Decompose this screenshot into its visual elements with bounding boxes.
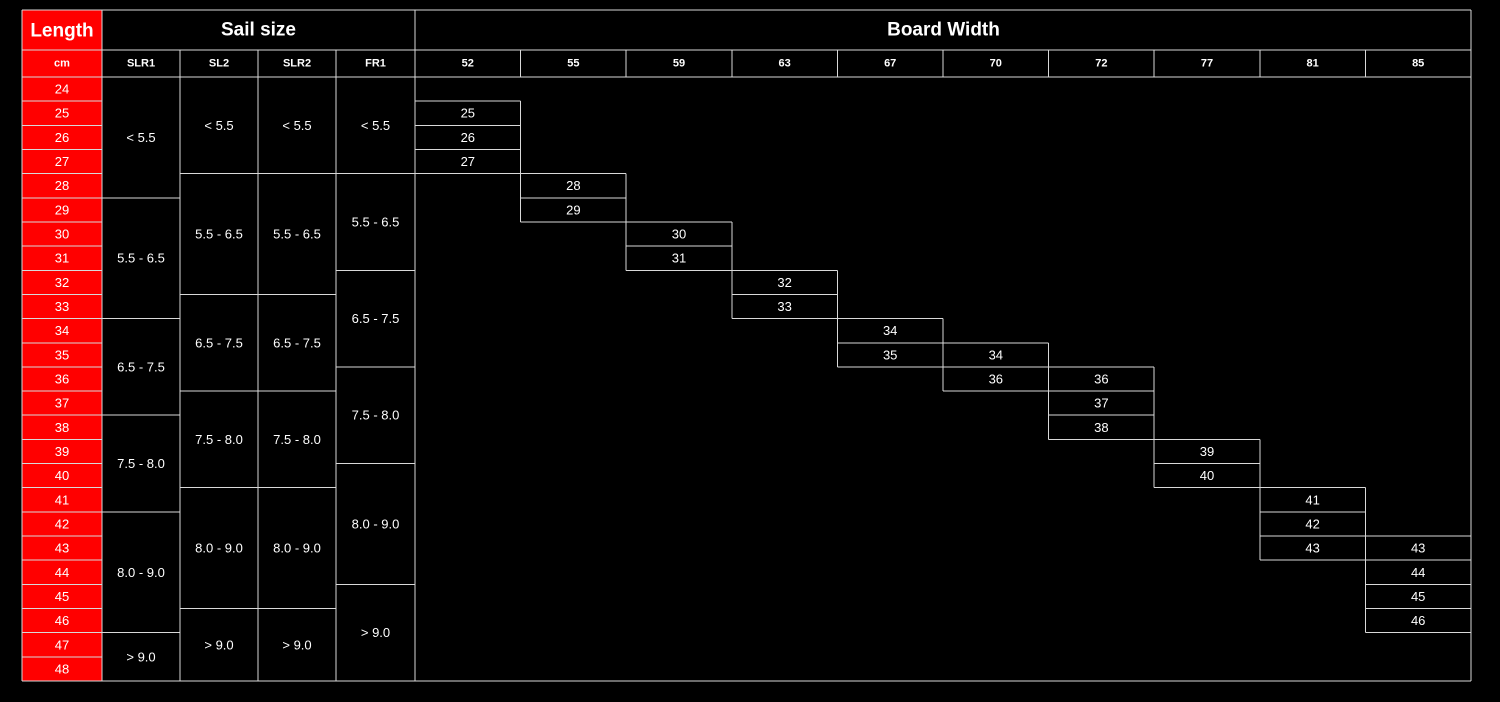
- sail-range-label: 5.5 - 6.5: [195, 227, 243, 242]
- board-cell-value: 38: [1094, 420, 1108, 435]
- board-width-header: 67: [884, 58, 896, 70]
- length-title: Length: [30, 21, 93, 42]
- board-width-header: 72: [1095, 58, 1107, 70]
- length-value: 44: [55, 565, 69, 580]
- board-width-header: 52: [462, 58, 474, 70]
- sail-range-label: 8.0 - 9.0: [195, 541, 243, 556]
- sail-column-header: SL2: [209, 58, 229, 70]
- sail-range-label: 6.5 - 7.5: [195, 335, 243, 350]
- unit-header-bg: [22, 50, 102, 77]
- length-value: 45: [55, 589, 69, 604]
- board-cell-value: 26: [461, 130, 475, 145]
- length-value: 30: [55, 227, 69, 242]
- sail-column-header: SLR2: [283, 58, 311, 70]
- board-cell-value: 46: [1411, 613, 1425, 628]
- board-width-header: 63: [778, 58, 790, 70]
- sail-column-header: SLR1: [127, 58, 155, 70]
- length-value: 46: [55, 613, 69, 628]
- board-width-title: Board Width: [887, 20, 1000, 41]
- board-cell-value: 36: [989, 372, 1003, 387]
- sail-range-label: 7.5 - 8.0: [195, 432, 243, 447]
- board-width-header: 59: [673, 58, 685, 70]
- board-cell-value: 31: [672, 251, 686, 266]
- sail-range-label: > 9.0: [282, 637, 311, 652]
- sail-range-label: > 9.0: [361, 625, 390, 640]
- length-value: 35: [55, 347, 69, 362]
- length-value: 28: [55, 178, 69, 193]
- board-cell-value: 25: [461, 106, 475, 121]
- board-width-header: 85: [1412, 58, 1424, 70]
- sail-range-label: 6.5 - 7.5: [273, 335, 321, 350]
- board-cell-value: 29: [566, 202, 580, 217]
- board-cell-value: 33: [777, 299, 791, 314]
- length-value: 27: [55, 154, 69, 169]
- board-cell-value: 42: [1305, 517, 1319, 532]
- board-width-header: 81: [1306, 58, 1318, 70]
- board-cell-value: 34: [883, 323, 897, 338]
- length-value: 41: [55, 492, 69, 507]
- board-cell-value: 27: [461, 154, 475, 169]
- sail-range-label: 8.0 - 9.0: [273, 541, 321, 556]
- board-cell-value: 34: [989, 347, 1003, 362]
- length-value: 29: [55, 202, 69, 217]
- sail-range-label: < 5.5: [204, 118, 233, 133]
- sail-range-label: 5.5 - 6.5: [117, 251, 165, 266]
- sail-range-label: 8.0 - 9.0: [352, 517, 400, 532]
- sail-size-title: Sail size: [221, 20, 296, 41]
- board-width-header: 77: [1201, 58, 1213, 70]
- length-value: 38: [55, 420, 69, 435]
- length-value: 48: [55, 661, 69, 676]
- board-cell-value: 37: [1094, 396, 1108, 411]
- sail-range-label: < 5.5: [282, 118, 311, 133]
- length-header-bg: [22, 10, 102, 50]
- sail-range-label: 6.5 - 7.5: [352, 311, 400, 326]
- board-cell-value: 45: [1411, 589, 1425, 604]
- sail-range-label: < 5.5: [126, 130, 155, 145]
- board-cell-value: 28: [566, 178, 580, 193]
- length-value: 39: [55, 444, 69, 459]
- board-cell-value: 43: [1305, 541, 1319, 556]
- board-cell-value: 32: [777, 275, 791, 290]
- length-value: 25: [55, 106, 69, 121]
- length-value: 43: [55, 541, 69, 556]
- length-value: 34: [55, 323, 69, 338]
- sail-range-label: 7.5 - 8.0: [273, 432, 321, 447]
- length-value: 24: [55, 82, 69, 97]
- sail-range-label: 7.5 - 8.0: [117, 456, 165, 471]
- length-value: 26: [55, 130, 69, 145]
- sail-range-label: > 9.0: [126, 649, 155, 664]
- board-width-header: 70: [990, 58, 1002, 70]
- board-cell-value: 43: [1411, 541, 1425, 556]
- length-value: 33: [55, 299, 69, 314]
- board-cell-value: 30: [672, 227, 686, 242]
- length-value: 32: [55, 275, 69, 290]
- board-cell-value: 41: [1305, 492, 1319, 507]
- sail-range-label: 6.5 - 7.5: [117, 359, 165, 374]
- length-value: 36: [55, 372, 69, 387]
- board-cell-value: 39: [1200, 444, 1214, 459]
- board-width-header: 55: [567, 58, 579, 70]
- length-value: 37: [55, 396, 69, 411]
- sail-column-header: FR1: [365, 58, 386, 70]
- length-value: 31: [55, 251, 69, 266]
- board-cell-value: 44: [1411, 565, 1425, 580]
- board-cell-value: 35: [883, 347, 897, 362]
- length-value: 40: [55, 468, 69, 483]
- length-value: 47: [55, 637, 69, 652]
- sail-range-label: 7.5 - 8.0: [352, 408, 400, 423]
- board-cell-value: 36: [1094, 372, 1108, 387]
- unit-label: cm: [54, 58, 70, 70]
- sail-range-label: 5.5 - 6.5: [352, 215, 400, 230]
- sail-range-label: 8.0 - 9.0: [117, 565, 165, 580]
- length-column-bg: [22, 77, 102, 681]
- board-cell-value: 40: [1200, 468, 1214, 483]
- sail-range-label: 5.5 - 6.5: [273, 227, 321, 242]
- sail-range-label: < 5.5: [361, 118, 390, 133]
- sail-range-label: > 9.0: [204, 637, 233, 652]
- length-value: 42: [55, 517, 69, 532]
